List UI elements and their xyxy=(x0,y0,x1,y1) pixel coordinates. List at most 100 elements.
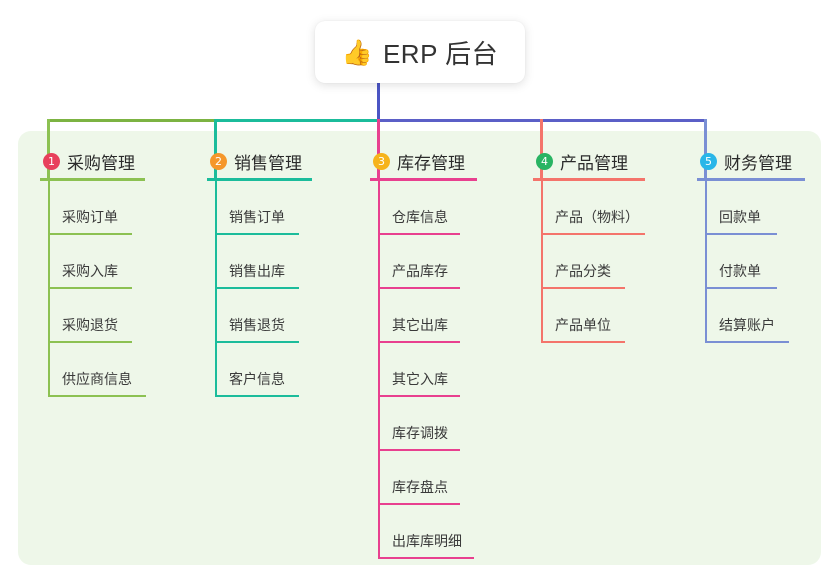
leaf-item[interactable]: 库存盘点 xyxy=(378,451,515,505)
leaf-item-label: 付款单 xyxy=(719,263,761,279)
leaf-item-rule xyxy=(378,395,460,397)
leaf-item-label: 产品单位 xyxy=(555,317,611,333)
leaf-item[interactable]: 销售出库 xyxy=(215,235,352,289)
branch-rule-1 xyxy=(40,178,145,181)
branches-panel xyxy=(18,131,821,565)
leaf-item-rule xyxy=(705,341,789,343)
branch-spine-2 xyxy=(215,181,217,397)
leaf-item[interactable]: 仓库信息 xyxy=(378,181,515,235)
branch-spine-5 xyxy=(705,181,707,343)
leaf-item-rule xyxy=(541,287,625,289)
branch-items-1: 采购订单采购入库采购退货供应商信息 xyxy=(48,181,185,397)
leaf-item-rule xyxy=(215,287,299,289)
leaf-item[interactable]: 付款单 xyxy=(705,235,827,289)
leaf-item[interactable]: 供应商信息 xyxy=(48,343,185,397)
leaf-item-rule xyxy=(378,341,460,343)
leaf-item[interactable]: 销售订单 xyxy=(215,181,352,235)
branch-header-3[interactable]: 3 库存管理 xyxy=(370,148,515,174)
leaf-item-label: 销售订单 xyxy=(229,209,285,225)
leaf-item[interactable]: 其它入库 xyxy=(378,343,515,397)
leaf-item-rule xyxy=(378,557,474,559)
branch-rule-2 xyxy=(207,178,312,181)
leaf-item-rule xyxy=(215,233,299,235)
leaf-item-label: 库存盘点 xyxy=(392,479,448,495)
branch-title-3: 库存管理 xyxy=(397,153,465,173)
leaf-item-rule xyxy=(48,341,132,343)
leaf-item-rule xyxy=(378,503,460,505)
leaf-item[interactable]: 回款单 xyxy=(705,181,827,235)
leaf-item-label: 其它出库 xyxy=(392,317,448,333)
leaf-item-label: 其它入库 xyxy=(392,371,448,387)
branch-title-5: 财务管理 xyxy=(724,153,792,173)
leaf-item[interactable]: 销售退货 xyxy=(215,289,352,343)
bus-segment-2 xyxy=(214,119,380,122)
branch-title-1: 采购管理 xyxy=(67,153,135,173)
leaf-item-label: 出库库明细 xyxy=(392,533,462,549)
branch-badge-4: 4 xyxy=(536,152,553,170)
leaf-item-label: 结算账户 xyxy=(719,317,775,333)
leaf-item[interactable]: 出库库明细 xyxy=(378,505,515,559)
leaf-item-rule xyxy=(705,233,777,235)
root-node[interactable]: 👍 ERP 后台 xyxy=(315,21,525,83)
leaf-item[interactable]: 产品分类 xyxy=(541,235,678,289)
leaf-item-rule xyxy=(48,395,146,397)
leaf-item-rule xyxy=(215,341,299,343)
leaf-item-label: 销售退货 xyxy=(229,317,285,333)
leaf-item-label: 产品（物料） xyxy=(555,209,639,225)
leaf-item-rule xyxy=(378,287,460,289)
branch-badge-5: 5 xyxy=(700,152,717,170)
leaf-item[interactable]: 库存调拨 xyxy=(378,397,515,451)
branch-drop-line-1 xyxy=(47,119,50,178)
bus-segment-1 xyxy=(47,119,217,122)
leaf-item-label: 采购入库 xyxy=(62,263,118,279)
leaf-item-label: 仓库信息 xyxy=(392,209,448,225)
leaf-item-rule xyxy=(541,341,625,343)
root-stem-line xyxy=(377,83,380,122)
leaf-item[interactable]: 产品库存 xyxy=(378,235,515,289)
branch-header-5[interactable]: 5 财务管理 xyxy=(697,148,827,174)
leaf-item-label: 库存调拨 xyxy=(392,425,448,441)
leaf-item[interactable]: 采购退货 xyxy=(48,289,185,343)
branch-items-3: 仓库信息产品库存其它出库其它入库库存调拨库存盘点出库库明细 xyxy=(378,181,515,559)
leaf-item[interactable]: 产品单位 xyxy=(541,289,678,343)
branch-rule-4 xyxy=(533,178,645,181)
leaf-item-label: 产品分类 xyxy=(555,263,611,279)
branch-rule-5 xyxy=(697,178,805,181)
branch-badge-2: 2 xyxy=(210,152,227,170)
leaf-item-label: 回款单 xyxy=(719,209,761,225)
leaf-item-rule xyxy=(215,395,299,397)
branch-items-2: 销售订单销售出库销售退货客户信息 xyxy=(215,181,352,397)
branch-drop-line-3 xyxy=(377,119,380,178)
leaf-item-rule xyxy=(705,287,777,289)
leaf-item[interactable]: 客户信息 xyxy=(215,343,352,397)
leaf-item-label: 供应商信息 xyxy=(62,371,132,387)
leaf-item[interactable]: 采购订单 xyxy=(48,181,185,235)
branch-drop-line-5 xyxy=(704,119,707,178)
leaf-item-rule xyxy=(48,233,132,235)
leaf-item-rule xyxy=(48,287,132,289)
leaf-item[interactable]: 结算账户 xyxy=(705,289,827,343)
branch-column-3: 3 库存管理仓库信息产品库存其它出库其它入库库存调拨库存盘点出库库明细 xyxy=(370,148,515,559)
branch-column-5: 5 财务管理回款单付款单结算账户 xyxy=(697,148,827,343)
branch-spine-4 xyxy=(541,181,543,343)
branch-items-4: 产品（物料） 产品分类产品单位 xyxy=(541,181,678,343)
root-title: ERP 后台 xyxy=(382,38,499,69)
branch-badge-3: 3 xyxy=(373,152,390,170)
leaf-item[interactable]: 采购入库 xyxy=(48,235,185,289)
leaf-item-label: 采购退货 xyxy=(62,317,118,333)
leaf-item[interactable]: 其它出库 xyxy=(378,289,515,343)
branch-drop-line-4 xyxy=(540,119,543,178)
branch-spine-1 xyxy=(48,181,50,397)
branch-spine-3 xyxy=(378,181,380,559)
leaf-item-rule xyxy=(378,233,460,235)
leaf-item[interactable]: 产品（物料） xyxy=(541,181,678,235)
branch-items-5: 回款单付款单结算账户 xyxy=(705,181,827,343)
branch-drop-line-2 xyxy=(214,119,217,178)
